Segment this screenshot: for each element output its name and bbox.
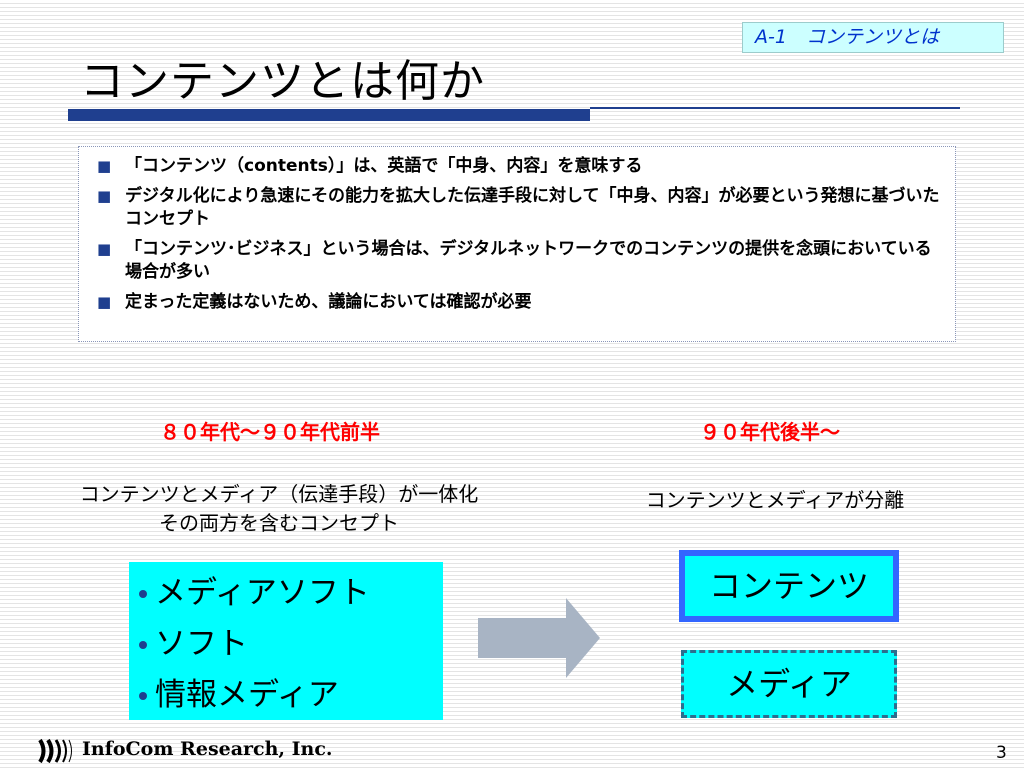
- media-list-item: メディアソフト: [139, 568, 443, 619]
- right-arrow-icon: [478, 598, 600, 678]
- bullet-item: ■ 「コンテンツ･ビジネス」という場合は、デジタルネットワークでのコンテンツの提…: [91, 238, 945, 284]
- square-bullet-icon: ■: [97, 293, 112, 311]
- left-description: コンテンツとメディア（伝達手段）が一体化 その両方を含むコンセプト: [14, 480, 544, 538]
- dot-bullet-icon: [139, 691, 147, 700]
- title-underline-thick: [68, 109, 590, 121]
- media-list-label: 情報メディア: [155, 677, 339, 713]
- bullet-text: 「コンテンツ（contents）」は、英語で「中身、内容」を意味する: [125, 156, 643, 176]
- media-list-item: ソフト: [139, 619, 443, 670]
- media-list-label: ソフト: [155, 626, 248, 662]
- left-description-line: その両方を含むコンセプト: [159, 511, 399, 535]
- bullet-item: ■ 「コンテンツ（contents）」は、英語で「中身、内容」を意味する: [91, 155, 945, 178]
- media-list-label: メディアソフト: [155, 575, 370, 611]
- bullet-text: 定まった定義はないため、議論においては確認が必要: [125, 292, 532, 312]
- square-bullet-icon: ■: [97, 240, 112, 258]
- dot-bullet-icon: [139, 640, 147, 649]
- bullet-list-box: ■ 「コンテンツ（contents）」は、英語で「中身、内容」を意味する ■ デ…: [78, 146, 956, 342]
- bullet-item: ■ 定まった定義はないため、議論においては確認が必要: [91, 291, 945, 314]
- page-title: コンテンツとは何か: [80, 56, 485, 107]
- integrated-media-box: メディアソフト ソフト 情報メディア: [129, 562, 443, 720]
- contents-box: コンテンツ: [679, 550, 899, 622]
- media-box: メディア: [681, 650, 897, 718]
- bullet-item: ■ デジタル化により急速にその能力を拡大した伝達手段に対して「中身、内容」が必要…: [91, 185, 945, 231]
- media-list-item: 情報メディア: [139, 670, 443, 721]
- title-underline-thin: [590, 107, 960, 109]
- left-description-line: コンテンツとメディア（伝達手段）が一体化: [79, 482, 479, 506]
- bullet-text: 「コンテンツ･ビジネス」という場合は、デジタルネットワークでのコンテンツの提供を…: [125, 239, 932, 282]
- period-heading-right: ９０年代後半～: [700, 420, 840, 444]
- bullet-text: デジタル化により急速にその能力を拡大した伝達手段に対して「中身、内容」が必要とい…: [125, 186, 940, 229]
- square-bullet-icon: ■: [97, 157, 112, 175]
- page-number: 3: [996, 743, 1007, 763]
- company-name: InfoCom Research, Inc.: [82, 738, 333, 760]
- period-heading-left: ８０年代～９０年代前半: [160, 420, 380, 444]
- right-description: コンテンツとメディアが分離: [645, 488, 905, 512]
- dot-bullet-icon: [139, 589, 147, 598]
- company-logo-icon: [38, 738, 72, 764]
- section-tag: A-1 コンテンツとは: [742, 22, 1004, 53]
- square-bullet-icon: ■: [97, 187, 112, 205]
